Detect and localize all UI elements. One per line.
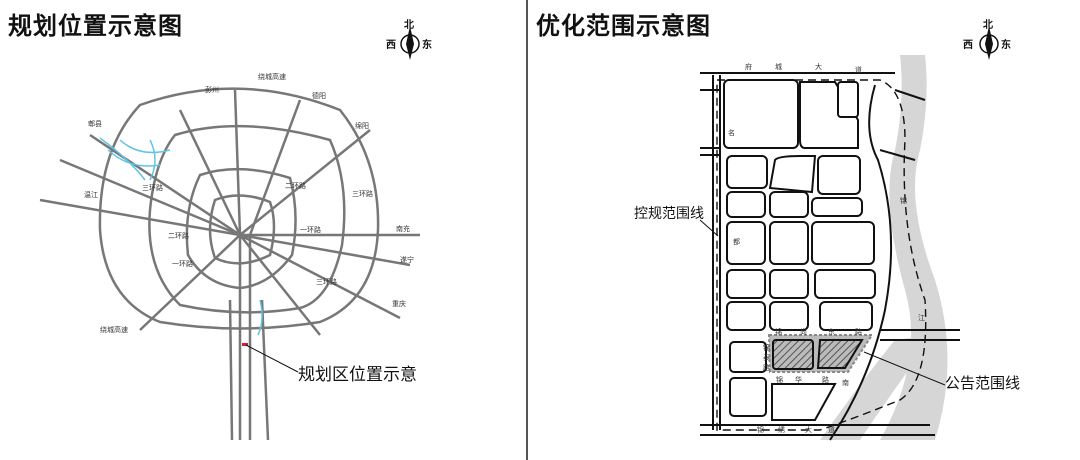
svg-text:遂宁: 遂宁: [400, 255, 414, 264]
svg-text:绕城高速: 绕城高速: [100, 325, 128, 334]
svg-text:三环路: 三环路: [352, 189, 373, 198]
svg-text:府: 府: [745, 62, 752, 71]
road-network: [39, 87, 420, 441]
callout-line: [245, 344, 299, 373]
ring-expressway: [98, 87, 380, 330]
svg-text:大: 大: [815, 62, 822, 71]
optimization-map: 北 西 东: [634, 18, 1020, 441]
svg-text:南充: 南充: [396, 224, 410, 233]
svg-text:东: 东: [422, 38, 432, 51]
third-ring: [148, 124, 346, 314]
first-ring: [208, 194, 276, 265]
svg-text:德阳: 德阳: [312, 91, 326, 100]
svg-text:重庆: 重庆: [392, 299, 406, 308]
plan-boundary-line: [716, 79, 927, 431]
svg-text:东: 东: [828, 327, 835, 336]
svg-text:锦: 锦: [900, 196, 907, 205]
svg-text:城: 城: [775, 63, 782, 71]
notice-area: [767, 334, 874, 373]
svg-text:名: 名: [728, 128, 735, 137]
svg-text:南: 南: [842, 378, 849, 387]
planning-area-marker: [242, 343, 248, 346]
compass-icon: 北 西 东: [963, 18, 1011, 60]
svg-text:都: 都: [733, 238, 740, 246]
svg-text:北: 北: [983, 18, 993, 31]
svg-text:二环路: 二环路: [285, 181, 306, 190]
left-panel-title: 规划位置示意图: [8, 12, 183, 40]
svg-text:路: 路: [855, 327, 862, 336]
svg-text:东: 东: [1001, 38, 1011, 51]
compass-icon: 北 西 东: [386, 18, 432, 60]
svg-text:路: 路: [822, 375, 829, 384]
svg-text:泰: 泰: [763, 353, 770, 362]
svg-text:锦: 锦: [763, 343, 770, 352]
notice-boundary-callout: 公告范围线: [945, 374, 1020, 392]
river-band: [880, 55, 948, 440]
city-blocks: [723, 79, 876, 421]
svg-text:锦: 锦: [775, 327, 782, 336]
river-band-lower: [820, 335, 935, 440]
road-labels: 府 城 大 道 锦 尚 东 路 锦 华 路 南 锦 绣 大 道 名 都 锦 江 …: [728, 62, 925, 434]
notice-callout-line: [863, 351, 946, 386]
second-ring: [185, 167, 297, 290]
plan-boundary-callout: 控规范围线: [634, 205, 704, 222]
panel-divider: [526, 0, 528, 460]
svg-text:绣: 绣: [778, 425, 785, 434]
svg-text:三环路: 三环路: [316, 277, 337, 286]
svg-text:三环路: 三环路: [142, 183, 163, 192]
right-panel-title: 优化范围示意图: [536, 12, 711, 40]
svg-text:北: 北: [404, 18, 414, 31]
svg-text:道: 道: [828, 425, 835, 434]
svg-text:锦: 锦: [757, 425, 764, 434]
rivers: [99, 137, 263, 336]
svg-text:一环路: 一环路: [172, 259, 193, 268]
svg-text:路: 路: [763, 363, 770, 372]
svg-text:道: 道: [855, 65, 862, 74]
svg-text:二环路: 二环路: [168, 231, 189, 240]
svg-text:一环路: 一环路: [300, 225, 321, 234]
svg-text:绵阳: 绵阳: [355, 121, 369, 130]
svg-text:绕城高速: 绕城高速: [258, 72, 286, 81]
svg-text:华: 华: [795, 375, 802, 384]
plan-callout-line: [699, 219, 719, 237]
svg-text:郫县: 郫县: [88, 119, 102, 128]
svg-text:锦: 锦: [776, 375, 783, 384]
planning-area-callout: 规划区位置示意: [298, 365, 417, 385]
svg-text:彭州: 彭州: [205, 85, 219, 94]
svg-text:温江: 温江: [84, 190, 98, 199]
location-map: 北 西 东 绕城高速 绕城高速 彭州 德阳 绵阳 郫县 温江 南充 遂宁 重庆 …: [39, 18, 432, 441]
svg-text:大: 大: [805, 425, 812, 434]
svg-text:西: 西: [963, 39, 973, 51]
svg-text:西: 西: [386, 39, 396, 51]
svg-text:江: 江: [918, 314, 925, 322]
road-edges: [700, 72, 960, 441]
map-labels: 绕城高速 绕城高速 彭州 德阳 绵阳 郫县 温江 南充 遂宁 重庆 三环路 三环…: [84, 72, 414, 334]
svg-text:尚: 尚: [800, 327, 807, 336]
